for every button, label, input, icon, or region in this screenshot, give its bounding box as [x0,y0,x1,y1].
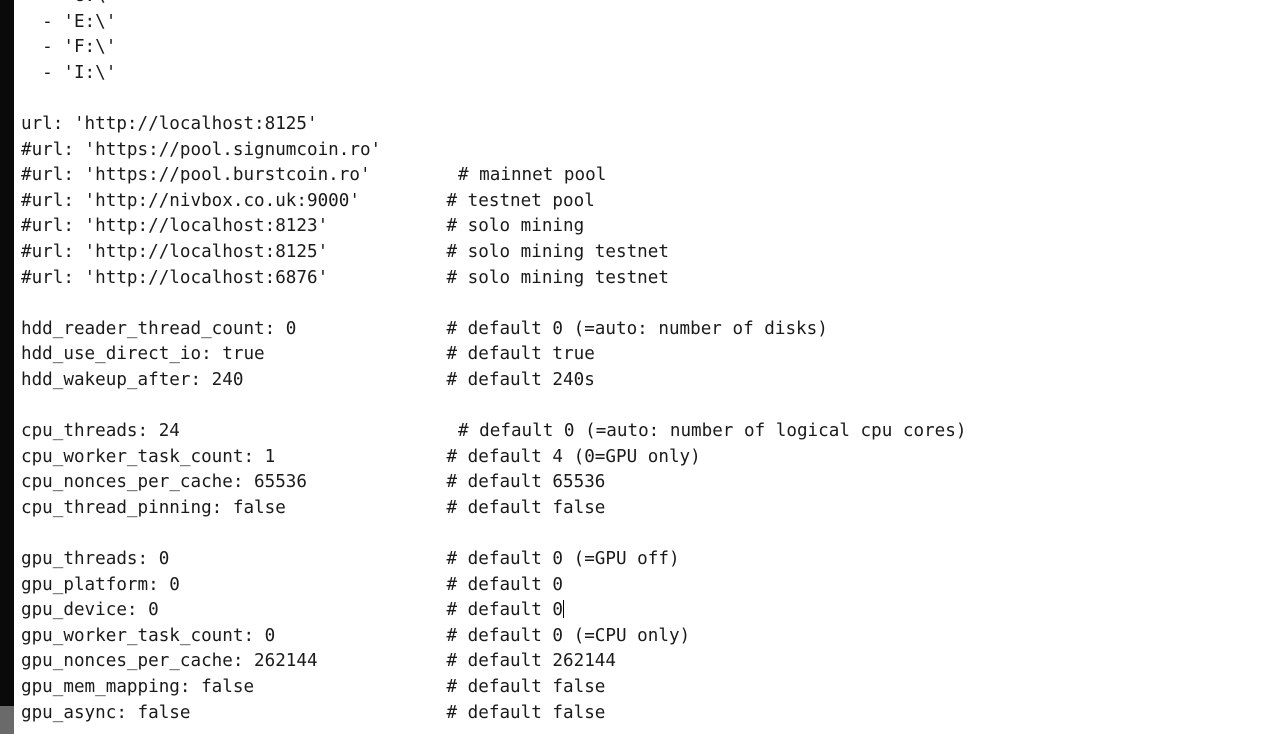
editor-line[interactable]: #url: 'http://localhost:8123' # solo mini… [21,214,1271,240]
line-comment: # testnet pool [446,190,595,211]
line-code: cpu_worker_task_count: 1 [21,446,276,467]
line-code: hdd_wakeup_after: 240 [21,369,244,390]
line-code: #url: 'http://localhost:8125' [21,241,329,262]
editor-line[interactable]: gpu_nonces_per_cache: 262144 # default 26… [21,649,1271,675]
line-comment: # default 0 (=GPU off) [446,549,680,570]
editor-line[interactable]: - 'I:\' [21,61,1271,87]
editor-line[interactable]: gpu_worker_task_count: 0 # default 0 (=CP… [21,624,1271,650]
line-code: hdd_reader_thread_count: 0 [21,318,297,339]
editor-line[interactable] [21,86,1271,112]
line-code: #url: 'http://nivbox.co.uk:9000' [21,190,360,211]
line-comment: # default 0 (=auto: number of logical cp… [458,421,967,442]
editor-line[interactable] [21,291,1271,317]
line-comment: # default 0 (=auto: number of disks) [446,318,828,339]
line-code: gpu_mem_mapping: false [21,677,255,698]
window-left-border [0,0,14,734]
line-code: #url: 'http://localhost:6876' [21,267,329,288]
editor-line[interactable]: #url: 'http://nivbox.co.uk:9000' # testne… [21,189,1271,215]
line-code: - 'E:\' [21,11,117,32]
line-code: gpu_threads: 0 [21,549,170,570]
line-comment: # default false [446,677,606,698]
line-comment: # default 0 [446,600,565,621]
editor-line[interactable]: url: 'http://localhost:8125' [21,112,1271,138]
line-code: #url: 'http://localhost:8123' [21,216,329,237]
editor-line[interactable]: gpu_device: 0 # default 0 [21,598,1271,624]
line-code: gpu_platform: 0 [21,574,180,595]
editor-line[interactable] [21,521,1271,547]
editor-line[interactable]: #url: 'https://pool.signumcoin.ro' [21,138,1271,164]
editor-line[interactable]: gpu_mem_mapping: false # default false [21,675,1271,701]
line-code: hdd_use_direct_io: true [21,344,265,365]
editor-line[interactable]: gpu_platform: 0 # default 0 [21,573,1271,599]
line-code: - 'F:\' [21,37,117,58]
line-comment: # default 240s [446,369,595,390]
line-code: - 'G:\' [21,0,116,10]
line-comment: # default 65536 [446,472,606,493]
editor-line[interactable]: - 'E:\' [21,10,1271,36]
editor-line[interactable] [21,394,1271,420]
text-caret [563,600,565,619]
editor-line[interactable]: cpu_nonces_per_cache: 65536 # default 655… [21,470,1271,496]
line-code: cpu_threads: 24 [21,421,180,442]
line-code: cpu_nonces_per_cache: 65536 [21,472,307,493]
line-code: cpu_thread_pinning: false [21,497,286,518]
text-editor[interactable]: - 'G:\' - 'E:\' - 'F:\' - 'I:\' url: 'htt… [14,0,1280,734]
editor-line[interactable]: hdd_wakeup_after: 240 # default 240s [21,368,1271,394]
editor-text-area[interactable]: - 'G:\' - 'E:\' - 'F:\' - 'I:\' url: 'htt… [21,0,1271,734]
editor-line[interactable]: cpu_thread_pinning: false # default false [21,496,1271,522]
line-comment: # default 4 (0=GPU only) [446,446,701,467]
line-comment: # default 262144 [446,651,616,672]
line-comment: # default false [446,497,606,518]
line-comment: # default true [446,344,595,365]
editor-line[interactable]: gpu_async: false # default false [21,701,1271,727]
window-left-border-corner [0,706,14,734]
line-code: gpu_device: 0 [21,600,159,621]
editor-line[interactable]: #url: 'http://localhost:8125' # solo mini… [21,240,1271,266]
line-code: - 'I:\' [21,62,117,83]
line-code: url: 'http://localhost:8125' [21,113,318,134]
line-code: gpu_nonces_per_cache: 262144 [21,651,318,672]
editor-line[interactable]: gpu_threads: 0 # default 0 (=GPU off) [21,547,1271,573]
line-code: #url: 'https://pool.signumcoin.ro' [21,139,382,160]
line-comment: # default false [446,702,606,723]
line-code: gpu_async: false [21,702,191,723]
editor-line[interactable]: #url: 'https://pool.burstcoin.ro' # mainn… [21,163,1271,189]
line-comment: # solo mining testnet [446,241,669,262]
line-code: gpu_worker_task_count: 0 [21,625,276,646]
line-comment: # default 0 [446,574,564,595]
editor-line[interactable]: cpu_threads: 24 # default 0 (=auto: numbe… [21,419,1271,445]
line-comment: # solo mining [446,216,585,237]
editor-line[interactable]: hdd_reader_thread_count: 0 # default 0 (=… [21,317,1271,343]
editor-line[interactable]: hdd_use_direct_io: true # default true [21,342,1271,368]
line-code: #url: 'https://pool.burstcoin.ro' [21,165,371,186]
line-comment: # mainnet pool [458,165,607,186]
editor-line[interactable]: #url: 'http://localhost:6876' # solo mini… [21,266,1271,292]
line-comment: # solo mining testnet [446,267,669,288]
editor-line[interactable]: cpu_worker_task_count: 1 # default 4 (0=G… [21,445,1271,471]
editor-line[interactable]: - 'G:\' [21,0,1271,10]
editor-line[interactable]: - 'F:\' [21,35,1271,61]
line-comment: # default 0 (=CPU only) [446,625,691,646]
